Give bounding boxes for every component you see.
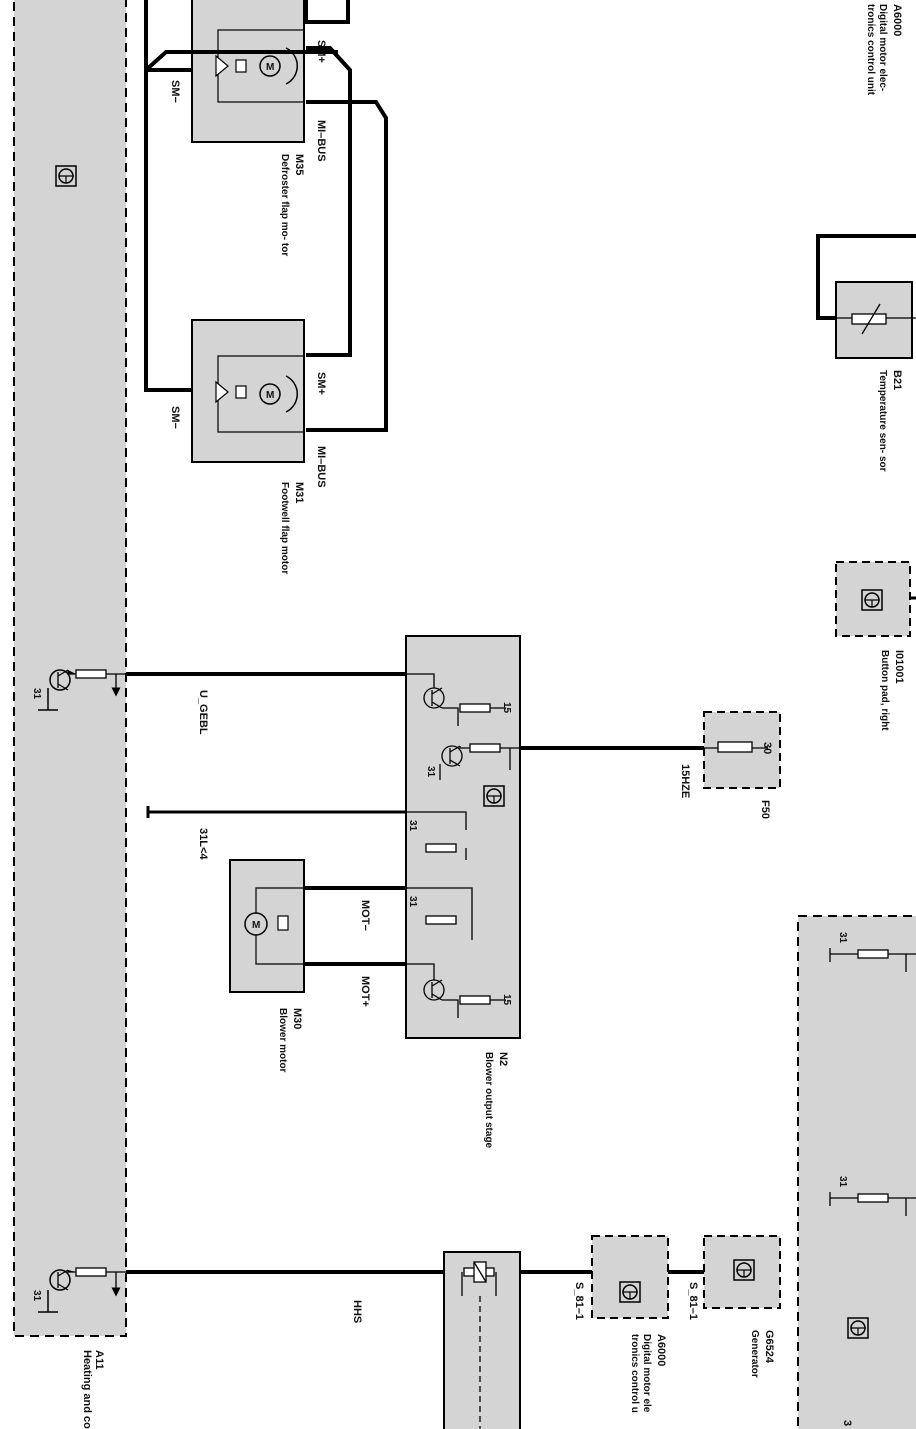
- control-unit-icon: [847, 1317, 869, 1339]
- a11-module: 31 31 A11 Heating and control mod.: [13, 0, 127, 1429]
- wire-15hze-label: 15HZE: [679, 764, 691, 798]
- a11-pin-31-upper: 31: [31, 688, 42, 700]
- right-module-pin-31-b: 31: [837, 1176, 848, 1188]
- b21-name: Temperature sen- sor: [877, 370, 888, 472]
- n2-pin-15-bottom: 15: [501, 994, 512, 1006]
- control-unit-icon: [619, 1281, 641, 1303]
- a11-transistor-upper: [38, 669, 126, 711]
- n2-module: 15 31 31 31 15 N2 Blower output stage: [405, 635, 521, 1149]
- wire-hhs-label: HHS: [351, 1300, 363, 1323]
- b21-module: B21 Temperature sen- sor: [816, 234, 916, 472]
- m31-pin-mi-bus: MI–BUS: [315, 446, 327, 488]
- wire-mot: [304, 886, 406, 966]
- wire-s81-a-label: S_81–1: [573, 1282, 585, 1320]
- a11-id: A11: [93, 1350, 105, 1370]
- blower-motor-icon: M: [244, 887, 304, 965]
- m35-id: M35: [293, 154, 305, 175]
- control-unit-icon: [55, 165, 77, 187]
- right-module-pin-31-a: 31: [837, 932, 848, 944]
- svg-text:M: M: [266, 62, 274, 73]
- i01001-name: Button pad, right: [879, 650, 890, 731]
- m35-name: Defroster flap mo- tor: [279, 154, 290, 256]
- relay-module: [443, 1251, 521, 1429]
- a11-transistor-lower: [38, 1267, 126, 1313]
- wire-s81-b-label: S_81–1: [687, 1282, 699, 1320]
- a6000-top-id: A6000: [891, 4, 903, 36]
- a6000-top-name-line2: tronics control unit: [865, 4, 876, 96]
- n2-name: Blower output stage: [483, 1052, 494, 1149]
- right-module: 31 31 3: [797, 915, 916, 1429]
- m35-pin-sm-minus: SM−: [169, 80, 181, 103]
- m31-id: M31: [293, 482, 305, 503]
- a6000-bottom-id: A6000: [655, 1334, 667, 1366]
- g6524-name: Generator: [749, 1330, 760, 1378]
- a6000-bottom-name-line1: Digital motor ele: [641, 1334, 652, 1413]
- svg-text:M: M: [252, 920, 260, 931]
- m30-module: M MOT− MOT+ M30 Blower motor: [229, 859, 371, 1073]
- m35-module: M SM+ SM− MI–BUS M35 Defroster flap mo- …: [169, 0, 327, 256]
- wire-31l4-label: 31L<4: [197, 828, 209, 860]
- control-unit-icon: [483, 785, 505, 807]
- motor-icon: M: [215, 47, 298, 85]
- motor-icon: M: [215, 375, 298, 413]
- f50-module: 30 F50: [703, 711, 781, 819]
- motor-bus-wires: [144, 0, 388, 432]
- a11-pin-31-lower: 31: [31, 1290, 42, 1302]
- a6000-top-name-line1: Digital motor elec-: [877, 4, 888, 91]
- svg-text:M: M: [266, 390, 274, 401]
- control-unit-icon: [861, 589, 883, 611]
- m30-id: M30: [291, 1008, 303, 1029]
- a11-name: Heating and control mod.: [81, 1350, 93, 1429]
- f50-pin-30: 30: [761, 742, 773, 754]
- g6524-id: G6524: [763, 1330, 775, 1364]
- i01001-module: I01001 Button pad, right: [835, 561, 916, 731]
- b21-id: B21: [891, 370, 903, 390]
- wire-u-gebl-label: U_GEBL: [197, 690, 209, 735]
- n2-pin-15-top: 15: [501, 702, 512, 714]
- wire-31l4: [146, 806, 406, 818]
- g6524-module: G6524 Generator: [703, 1235, 781, 1378]
- n2-pin-31-b: 31: [407, 820, 418, 832]
- right-module-partial-label: 3: [841, 1420, 853, 1426]
- n2-id: N2: [497, 1052, 509, 1066]
- relay-icon: [461, 1261, 497, 1429]
- m30-pin-mot-minus: MOT−: [359, 900, 371, 931]
- f50-id: F50: [759, 800, 771, 819]
- m31-module: M SM+ SM− MI–BUS M31 Footwell flap motor: [169, 319, 327, 574]
- m35-pin-mi-bus: MI–BUS: [315, 120, 327, 162]
- m31-pin-sm-minus: SM−: [169, 406, 181, 429]
- n2-pin-31-c: 31: [407, 896, 418, 908]
- m30-name: Blower motor: [277, 1008, 288, 1073]
- n2-pin-31-a: 31: [425, 766, 436, 778]
- m31-name: Footwell flap motor: [279, 482, 290, 574]
- i01001-id: I01001: [893, 650, 905, 684]
- a6000-bottom-name-line2: tronics control u: [629, 1334, 640, 1413]
- m31-pin-sm-plus: SM+: [315, 372, 327, 395]
- a6000-bottom-module: A6000 Digital motor ele tronics control …: [591, 1235, 669, 1413]
- control-unit-icon: [733, 1259, 755, 1281]
- m30-pin-mot-plus: MOT+: [359, 976, 371, 1007]
